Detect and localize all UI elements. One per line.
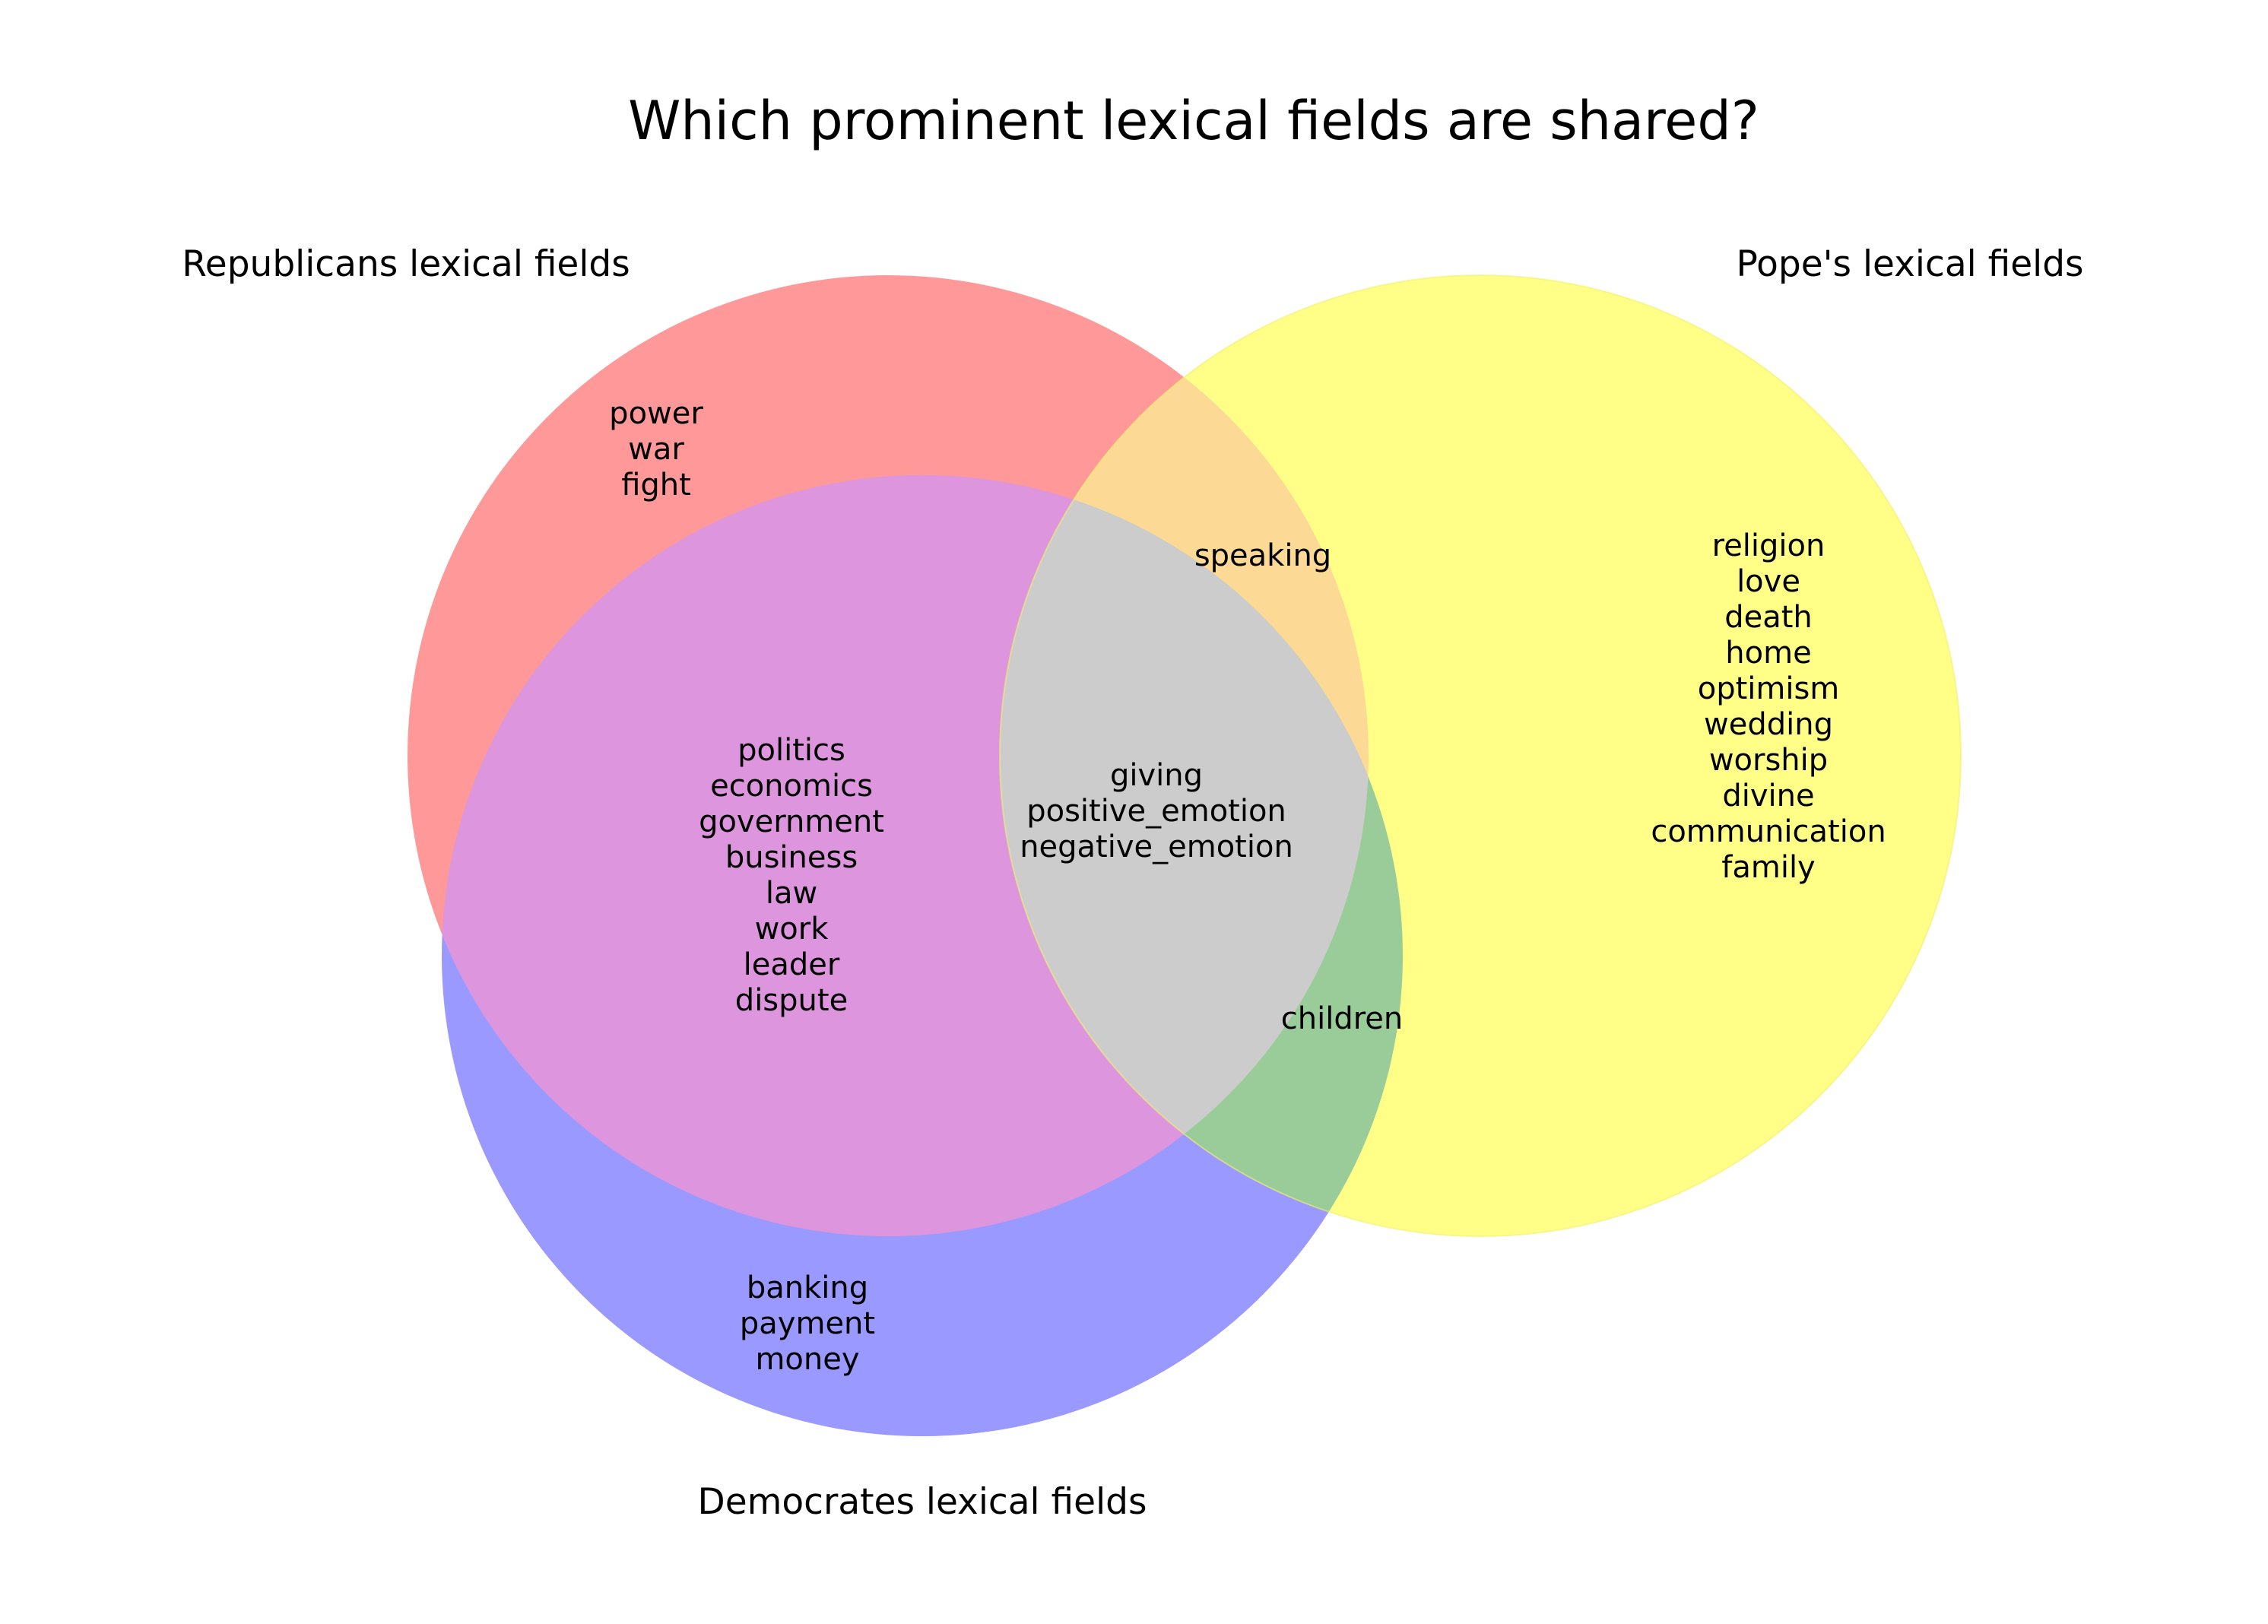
region-item: payment xyxy=(740,1306,875,1341)
region-item: banking xyxy=(747,1270,868,1305)
region-item: love xyxy=(1737,564,1800,599)
region-item: wedding xyxy=(1704,707,1833,742)
region-item: communication xyxy=(1651,814,1886,849)
region-item: worship xyxy=(1709,743,1828,778)
region-item: divine xyxy=(1722,779,1814,814)
pope-set-label: Pope's lexical fields xyxy=(1736,243,2083,285)
region-item: speaking xyxy=(1194,538,1331,573)
region-republicans-pope: speaking xyxy=(1194,538,1331,573)
region-item: children xyxy=(1281,1001,1404,1036)
region-item: money xyxy=(755,1342,859,1377)
region-item: leader xyxy=(744,947,840,982)
region-item: giving xyxy=(1110,758,1203,793)
region-item: dispute xyxy=(735,983,848,1018)
region-democrates-pope: children xyxy=(1281,1001,1404,1036)
region-item: positive_emotion xyxy=(1026,794,1286,829)
region-item: law xyxy=(766,876,817,911)
region-item: fight xyxy=(621,468,691,503)
region-item: work xyxy=(755,912,829,947)
region-item: negative_emotion xyxy=(1020,829,1293,864)
region-item: business xyxy=(725,840,858,875)
region-item: family xyxy=(1721,850,1815,885)
region-item: economics xyxy=(710,769,873,804)
republicans-set-label: Republicans lexical fields xyxy=(182,243,630,285)
region-item: government xyxy=(699,804,884,839)
venn-circles xyxy=(408,274,1962,1436)
region-item: home xyxy=(1725,636,1811,671)
diagram-title: Which prominent lexical fields are share… xyxy=(628,90,1759,152)
region-item: war xyxy=(628,432,684,467)
democrates-set-label: Democrates lexical fields xyxy=(698,1481,1147,1523)
pope-circle-outline xyxy=(999,274,1962,1237)
region-item: religion xyxy=(1712,528,1826,563)
region-item: politics xyxy=(737,733,845,768)
region-item: death xyxy=(1724,600,1813,635)
region-item: power xyxy=(609,396,703,431)
region-item: optimism xyxy=(1698,671,1840,706)
